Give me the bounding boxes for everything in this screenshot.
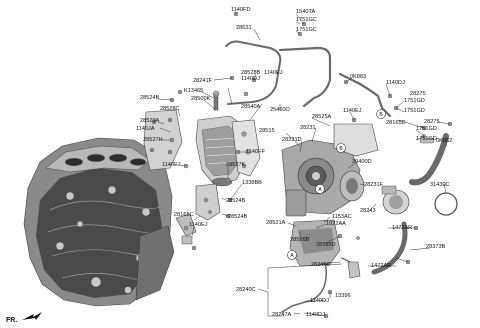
- label-31430c: 31430C: [430, 182, 450, 188]
- label-28524b-c: 28524B: [228, 214, 248, 220]
- label-1140dj-d: 1140DJ: [306, 312, 325, 318]
- label-28275-b: 28275: [424, 119, 440, 125]
- water-return-tube: [338, 72, 392, 118]
- label-1751gd-a: 1751GD: [404, 98, 425, 104]
- label-1751gc-a: 1751GC: [296, 17, 317, 23]
- label-1751gd-c: 1751GD: [416, 126, 437, 132]
- label-28527k: 28527K: [226, 162, 246, 168]
- callout-circle-a-upper-text: A: [318, 187, 322, 193]
- front-direction-marker: FR.: [6, 312, 42, 324]
- intercooler-hose: [409, 133, 449, 186]
- label-1472ar-b: 1472AR: [371, 263, 391, 269]
- label-0k883: 0K883: [350, 74, 366, 80]
- engine-block-shadow: [36, 168, 162, 298]
- label-39400d: 39400D: [352, 159, 372, 165]
- callout-circle-a-upper: A: [315, 184, 325, 194]
- label-0k882: 0K882: [436, 138, 452, 144]
- label-1751gc-b: 1751GC: [296, 27, 317, 33]
- label-1751gd-d: 1751GD: [416, 136, 437, 142]
- label-28247a: 28247A: [272, 312, 292, 318]
- label-25460o: 25460O: [270, 107, 291, 113]
- oil-return-tube: [281, 237, 328, 313]
- label-28527h: 28527H: [143, 137, 163, 143]
- engine-block: [23, 137, 175, 307]
- label-28165d: 28165D: [386, 120, 406, 126]
- label-28165c: 28165C: [174, 212, 194, 218]
- label-28241f: 28241F: [193, 78, 213, 84]
- label-k13465: K13465: [184, 88, 203, 94]
- label-1140dj-c: 1140DJ: [310, 298, 329, 304]
- fr-label: FR.: [6, 317, 17, 324]
- label-1140dj-a: 1140DJ: [241, 76, 260, 82]
- label-28524b-b: 28524B: [226, 198, 246, 204]
- label-28275-a: 28275: [410, 91, 426, 97]
- callout-circle-b-upper: B: [336, 143, 346, 153]
- gasket-ring: [434, 192, 458, 216]
- callout-circle-b-lower-text: B: [379, 112, 383, 118]
- label-1140ja: 1140JA: [136, 126, 155, 132]
- label-28243: 28243: [360, 208, 376, 214]
- callout-circle-a-lower: A: [287, 250, 297, 260]
- label-1140ej-c: 1140EJ: [343, 108, 362, 114]
- label-28526b: 28526B: [290, 237, 310, 243]
- label-28529a: 28529A: [140, 118, 160, 124]
- o2-sensor: [212, 90, 220, 111]
- label-28528b: 28528B: [241, 70, 261, 76]
- label-28540a: 28540A: [241, 104, 261, 110]
- label-13396: 13396: [335, 293, 351, 299]
- label-1140fd: 1140FD: [231, 7, 251, 13]
- small-bracket-left: [181, 235, 193, 245]
- label-28231f: 28231F: [364, 182, 384, 188]
- callout-circle-b-lower: B: [376, 109, 386, 119]
- label-1140ej-a: 1140EJ: [264, 70, 283, 76]
- label-1153ac: 1153AC: [332, 214, 352, 220]
- lower-bracket: [195, 183, 221, 221]
- label-28231d: 28231D: [282, 137, 302, 143]
- label-28240c: 28240C: [236, 287, 256, 293]
- label-1540ta: 1540TA: [296, 9, 315, 15]
- callout-circle-a-lower-text: A: [290, 253, 294, 259]
- label-1751gd-b: 1751GD: [404, 108, 425, 114]
- label-28246c: 28246C: [311, 262, 331, 268]
- label-1140ff: 1140FF: [246, 149, 265, 155]
- label-1338bb: 1338BB: [242, 180, 262, 186]
- catalytic-converter: [195, 115, 247, 187]
- cylinder-bores: [64, 153, 147, 167]
- label-28528c: 28528C: [160, 106, 180, 112]
- front-arrow-icon: [22, 312, 42, 320]
- part-labels: 1140FD 1540TA 1751GC 1751GC 28631 28241F…: [136, 7, 452, 318]
- oil-feed-tube: [225, 40, 282, 105]
- water-feed-tube: [278, 46, 332, 108]
- label-28231: 28231: [300, 125, 316, 131]
- engine-timing-cover: [135, 225, 175, 301]
- label-28521a: 28521A: [266, 220, 286, 226]
- label-1472ar-a: 1472AR: [392, 225, 412, 231]
- callout-circle-b-upper-text: B: [339, 146, 343, 152]
- label-28515: 28515: [259, 128, 275, 134]
- lower-clamp-bracket: [347, 261, 361, 279]
- label-28631: 28631: [236, 25, 252, 31]
- label-1140ej-d: 1140EJ: [189, 222, 208, 228]
- label-28500k: 28500K: [191, 96, 211, 102]
- label-28524b-a: 28524B: [140, 95, 160, 101]
- label-1140ej-b: 1140EJ: [162, 162, 181, 168]
- turbocharger: [281, 139, 365, 217]
- label-1022aa: 1022AA: [326, 221, 346, 227]
- label-28165d-b: 28165D: [316, 242, 336, 248]
- label-1140dj-b: 1140DJ: [386, 80, 405, 86]
- label-28525a: 28525A: [312, 114, 332, 120]
- leader-lines: [157, 12, 451, 317]
- label-28373b: 28373B: [426, 244, 446, 250]
- fasteners: [169, 11, 453, 319]
- actuator: [381, 185, 410, 215]
- clamp-upper: [419, 137, 435, 144]
- manifold-gasket: [231, 119, 261, 177]
- support-bracket-left: [175, 213, 197, 237]
